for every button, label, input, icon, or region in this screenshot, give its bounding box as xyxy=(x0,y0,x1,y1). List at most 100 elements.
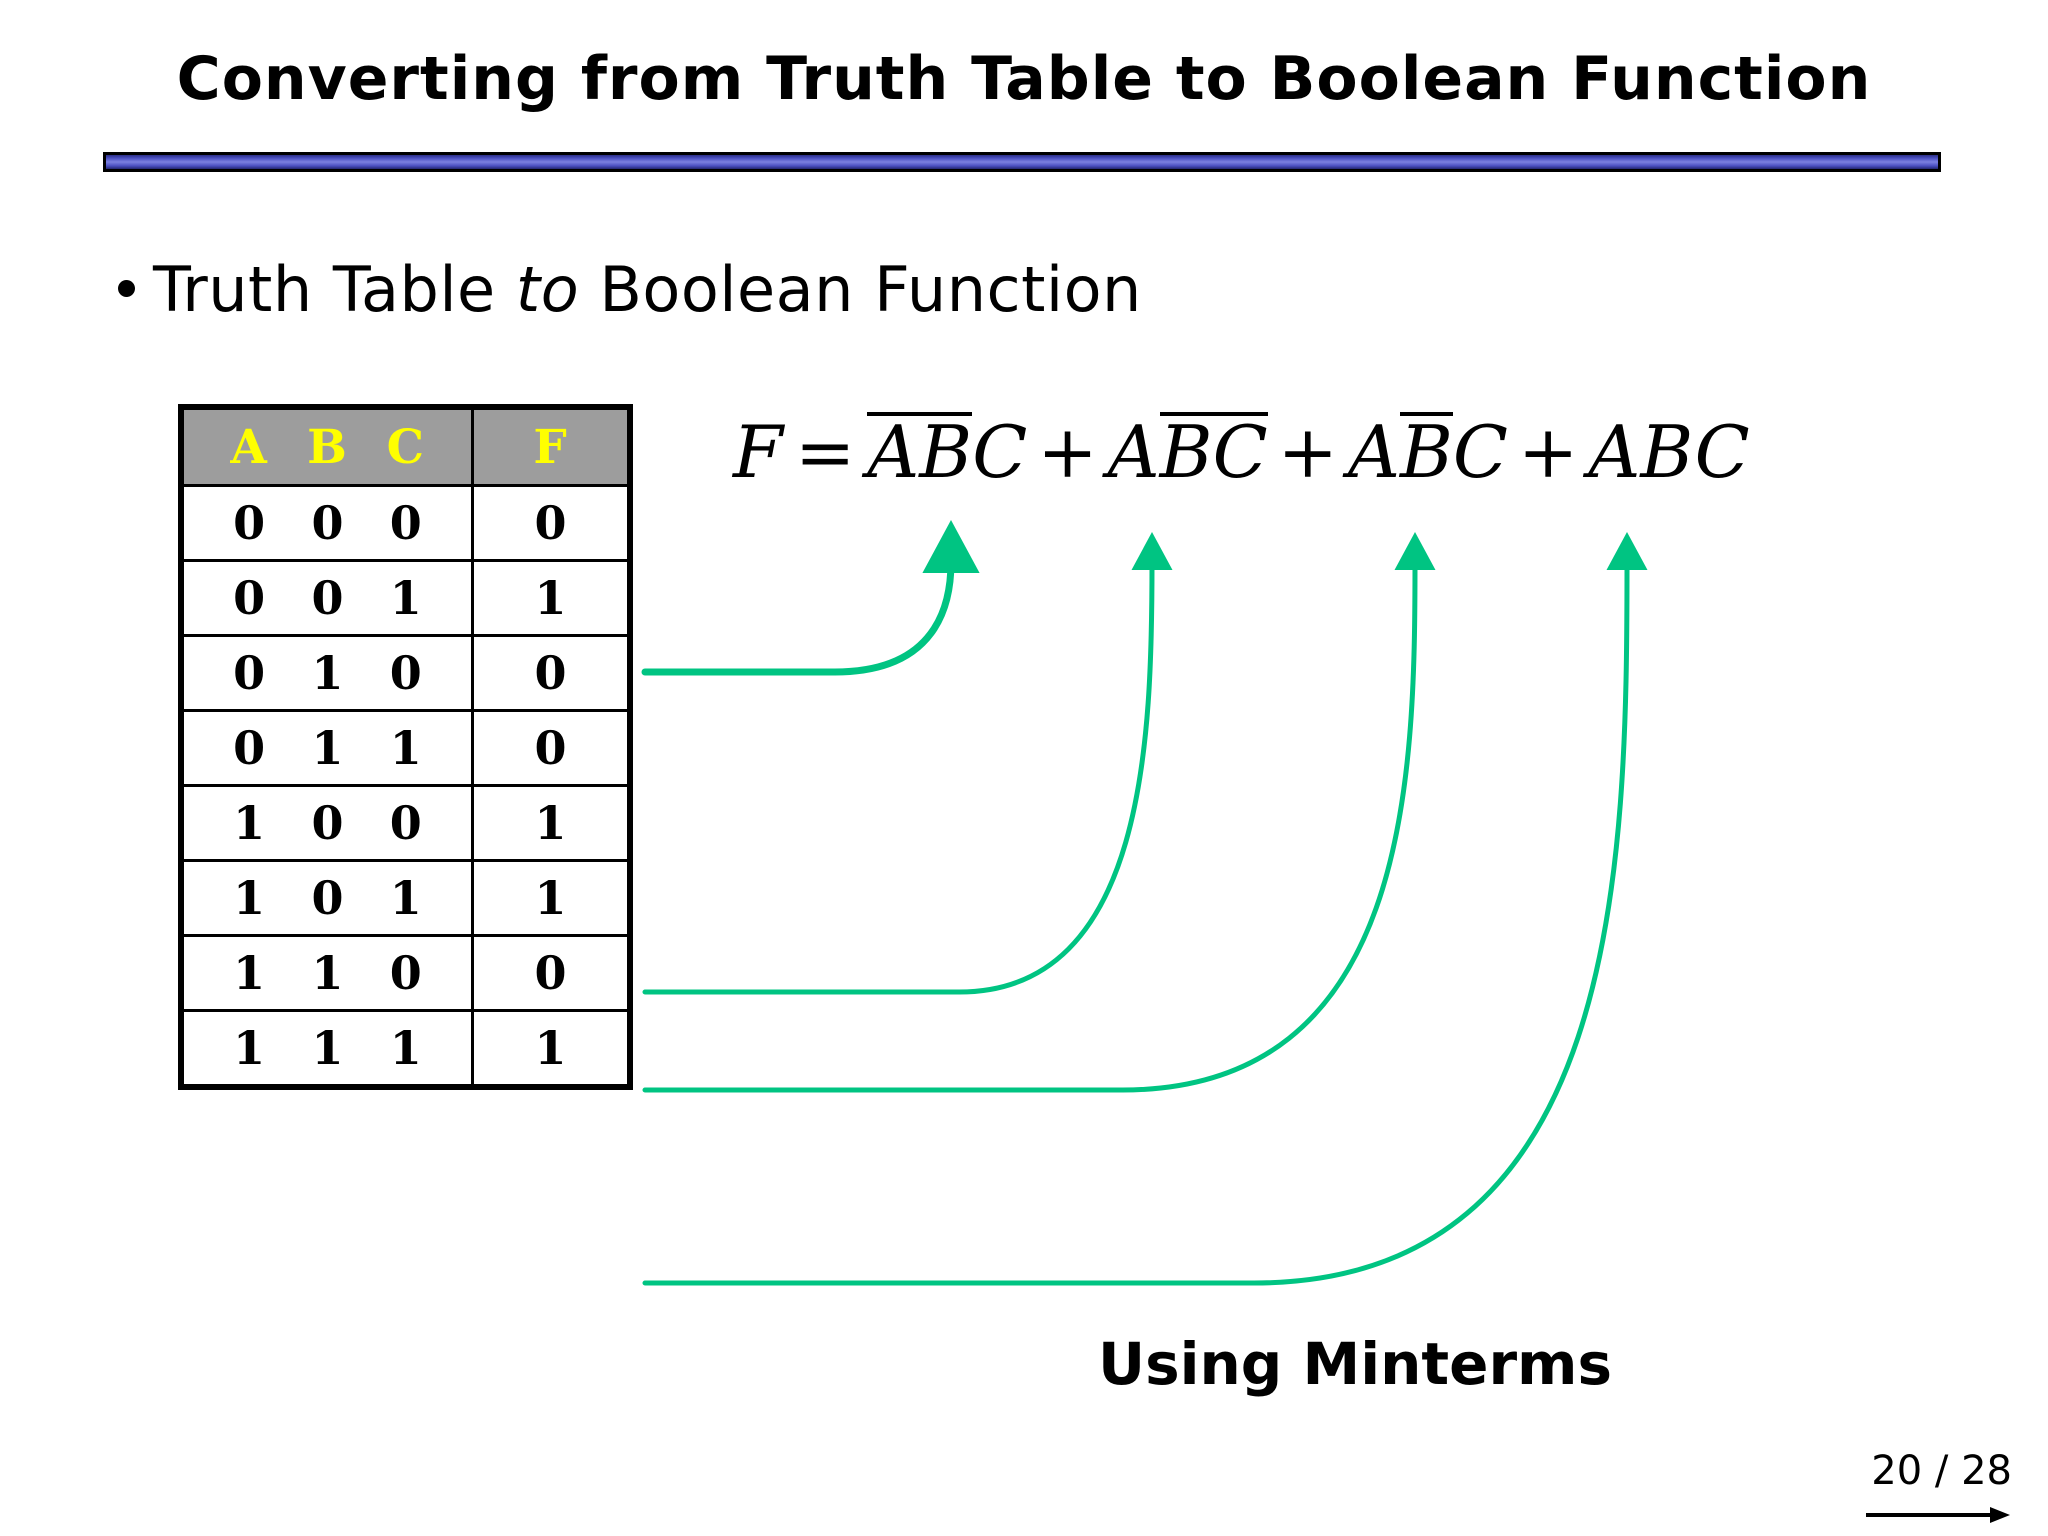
equation-literal-c: C xyxy=(972,410,1028,494)
bullet-dot-icon xyxy=(118,280,135,297)
page-title: Converting from Truth Table to Boolean F… xyxy=(176,44,1872,114)
bullet-text: Truth Table to Boolean Function xyxy=(153,253,1142,326)
equation-plus: + xyxy=(1518,410,1579,494)
arrow-path-group xyxy=(641,520,1648,1286)
cell-value-f: 0 xyxy=(471,934,632,1012)
bullet-italic-word: to xyxy=(515,253,580,326)
cell-value-a: 1 xyxy=(233,796,266,850)
cell-value-f: 0 xyxy=(471,634,632,712)
header-label-b: B xyxy=(307,419,348,475)
header-label-c: C xyxy=(386,419,426,475)
arrow-row-7-to-term-3 xyxy=(642,532,1648,1286)
equation-term-3: ABC xyxy=(1588,410,1749,494)
equation-literal-b: B xyxy=(1640,410,1695,494)
truth-table-head: A B C F xyxy=(179,405,632,487)
bullet-lead: Truth Table xyxy=(153,253,496,326)
cell-value-c: 0 xyxy=(389,496,422,550)
arrow-row-5-to-term-2 xyxy=(642,532,1436,1093)
cell-value-c: 1 xyxy=(389,871,422,925)
cell-value-f: 1 xyxy=(471,1009,632,1089)
arrow-row-4-to-term-1 xyxy=(642,532,1173,995)
equation-equals: = xyxy=(794,410,856,494)
cell-value-b: 0 xyxy=(311,871,344,925)
cell-value-f: 0 xyxy=(471,709,632,787)
equation-literal-a: A xyxy=(1588,410,1641,494)
cell-value-c: 0 xyxy=(389,796,422,850)
equation-lhs: F xyxy=(733,410,783,494)
bullet-row: Truth Table to Boolean Function xyxy=(118,253,1142,326)
title-divider-bar xyxy=(103,152,1941,172)
cell-value-b: 1 xyxy=(311,646,344,700)
cell-value-a: 0 xyxy=(233,496,266,550)
header-cell-abc: A B C xyxy=(179,405,474,487)
equation-literal-a: A xyxy=(1347,410,1400,494)
equation-literal-a: A xyxy=(1107,410,1160,494)
equation-literal-c: C xyxy=(1694,410,1750,494)
arrow-row-1-to-term-0 xyxy=(641,520,980,676)
cell-value-c: 1 xyxy=(389,1021,422,1075)
cell-value-b: 1 xyxy=(311,946,344,1000)
equation-plus: + xyxy=(1037,410,1098,494)
equation-literal-b-negated: B xyxy=(1159,410,1213,494)
cell-value-b: 1 xyxy=(311,721,344,775)
cell-value-b: 0 xyxy=(311,796,344,850)
boolean-equation: F=ABC+ABC+ABC+ABC xyxy=(733,410,1750,494)
header-label-a: A xyxy=(230,419,268,475)
equation-literal-c: C xyxy=(1452,410,1508,494)
equation-literal-a-negated: A xyxy=(867,410,920,494)
cell-value-b: 0 xyxy=(311,496,344,550)
equation-plus: + xyxy=(1277,410,1338,494)
equation-terms: ABC+ABC+ABC+ABC xyxy=(867,410,1750,494)
page-forward-arrow-icon[interactable] xyxy=(1864,1506,2012,1524)
equation-literal-b-negated: B xyxy=(1399,410,1453,494)
cell-value-a: 1 xyxy=(233,946,266,1000)
cell-value-a: 1 xyxy=(233,871,266,925)
cell-value-f: 1 xyxy=(471,859,632,937)
cell-value-f: 1 xyxy=(471,784,632,862)
header-abc-group: A B C xyxy=(184,420,471,475)
cell-value-a: 0 xyxy=(233,646,266,700)
cell-value-f: 0 xyxy=(471,484,632,562)
bullet-tail: Boolean Function xyxy=(599,253,1142,326)
using-minterms-caption: Using Minterms xyxy=(1098,1330,1613,1398)
equation-term-0: ABC xyxy=(867,410,1027,494)
cell-value-a: 1 xyxy=(233,1021,266,1075)
cell-value-c: 0 xyxy=(389,946,422,1000)
cell-value-a: 0 xyxy=(233,721,266,775)
page-number: 20 / 28 xyxy=(1871,1448,2012,1494)
cell-value-c: 0 xyxy=(389,646,422,700)
cell-value-c: 1 xyxy=(389,721,422,775)
cell-value-b: 0 xyxy=(311,571,344,625)
equation-literal-c-negated: C xyxy=(1212,410,1268,494)
equation-term-1: ABC xyxy=(1108,410,1268,494)
table-header-row: A B C F xyxy=(179,405,632,487)
cell-value-a: 0 xyxy=(233,571,266,625)
cell-value-f: 1 xyxy=(471,559,632,637)
cell-value-b: 1 xyxy=(311,1021,344,1075)
